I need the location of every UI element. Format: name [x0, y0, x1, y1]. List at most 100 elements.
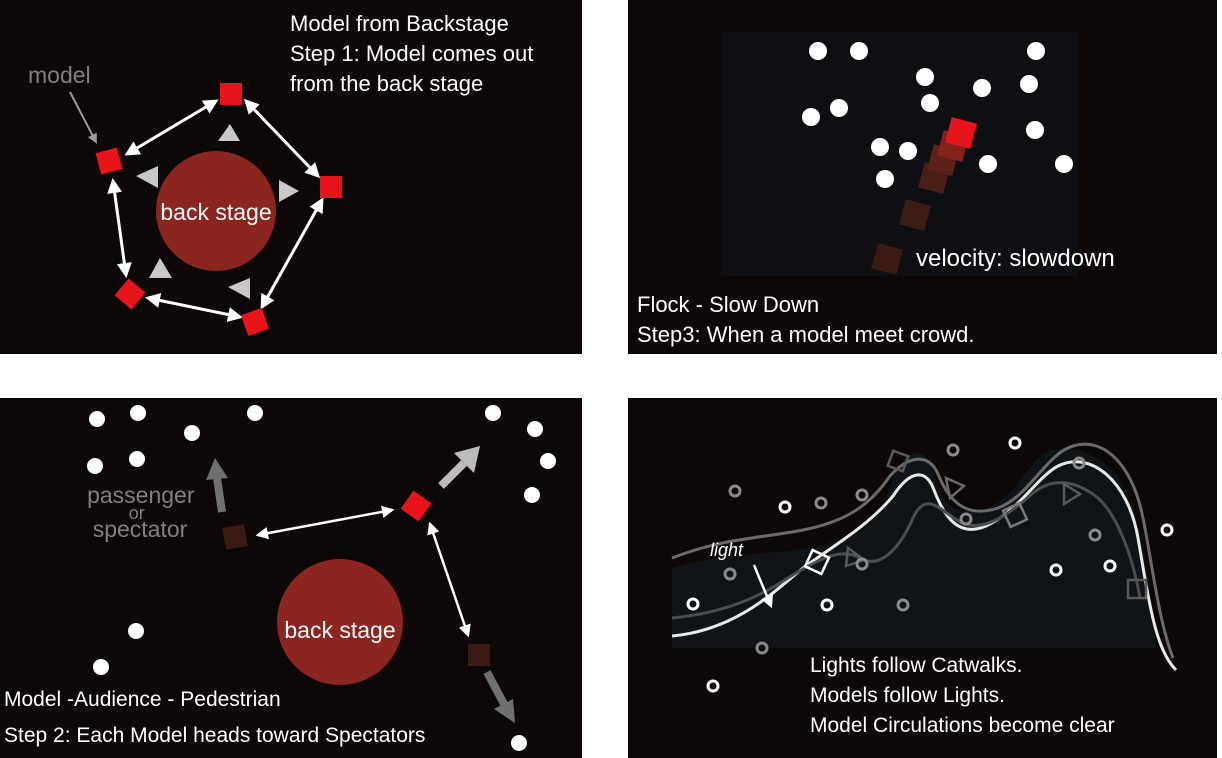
- crowd-dot: [876, 170, 894, 188]
- ring-light: [896, 598, 910, 612]
- crowd-dot: [899, 142, 917, 160]
- ring-light: [820, 598, 834, 612]
- ring-light: [706, 679, 720, 693]
- backstage-circle: [277, 559, 403, 685]
- flock-diagram: velocity: slowdown Flock - Slow Down Ste…: [637, 32, 1115, 347]
- spectator-dot: [129, 451, 145, 467]
- model-square: [400, 490, 432, 522]
- spectator-dot: [540, 453, 556, 469]
- model-square: [114, 278, 146, 310]
- model-square: [320, 176, 342, 198]
- crowd-dot: [1020, 75, 1038, 93]
- double-arrow: [255, 505, 395, 540]
- model-triangle-outline: [944, 475, 967, 501]
- model-triangle-outline: [844, 545, 867, 568]
- light-pointer-arrow: [752, 564, 773, 609]
- heading-arrow-down: [483, 670, 515, 723]
- model-square: [220, 83, 242, 105]
- panel-title: Model from Backstage Step 1: Model comes…: [290, 11, 539, 96]
- crowd-dot: [1027, 42, 1045, 60]
- ring-light: [728, 484, 742, 498]
- light-square: [803, 548, 831, 576]
- catwalk-curve: [671, 442, 1175, 659]
- double-arrow: [260, 197, 324, 310]
- ring-light: [946, 443, 960, 457]
- model-trail-step: [871, 243, 903, 275]
- light-label: light: [710, 540, 744, 560]
- model-pointer-arrow: [69, 91, 97, 144]
- spectator-dot: [93, 659, 109, 675]
- ring-light: [814, 496, 828, 510]
- panel-title: Model -Audience - Pedestrian Step 2: Eac…: [4, 688, 425, 747]
- ring-light: [1049, 563, 1063, 577]
- slowing-model-trail: [871, 117, 977, 275]
- spectator-dot: [89, 411, 105, 427]
- model-square-outline: [1001, 501, 1029, 529]
- dark-model-square: [468, 644, 490, 666]
- ring-light: [686, 597, 700, 611]
- ring-light: [755, 641, 769, 655]
- crowd-dot: [979, 155, 997, 173]
- spectator-dot: [184, 425, 200, 441]
- model-square: [240, 307, 270, 337]
- outward-triangle: [228, 278, 250, 299]
- spectator-dot: [511, 735, 527, 751]
- spectator-label: passenger or spectator: [87, 482, 201, 542]
- crowd-dot: [1026, 121, 1044, 139]
- panel-caption: Lights follow Catwalks. Models follow Li…: [810, 654, 1115, 737]
- outward-triangle: [149, 258, 172, 278]
- ring-light: [1072, 456, 1086, 470]
- crowd-dot: [830, 99, 848, 117]
- ring-light: [959, 512, 973, 526]
- model-trail-step: [899, 199, 931, 231]
- velocity-label: velocity: slowdown: [916, 245, 1115, 272]
- model-square-outline: [1126, 578, 1148, 600]
- heading-arrow-upright: [438, 446, 480, 489]
- double-arrow: [124, 99, 219, 156]
- ring-light: [723, 567, 737, 581]
- ring-lights-white: [686, 436, 1174, 693]
- model-label: model: [28, 62, 91, 88]
- crowd-dot: [850, 42, 868, 60]
- double-arrow: [107, 178, 132, 278]
- ring-light: [778, 500, 792, 514]
- crowd-area: [721, 32, 1078, 276]
- spectator-dot: [87, 458, 103, 474]
- spectator-dot: [485, 405, 501, 421]
- crowd-dot: [921, 94, 939, 112]
- outward-triangle: [279, 180, 299, 202]
- heading-arrow-up: [206, 458, 228, 513]
- dark-model-square: [222, 524, 248, 550]
- outward-triangle: [218, 124, 240, 141]
- ring-light: [855, 488, 869, 502]
- model-square-outline: [886, 449, 910, 473]
- crowd-dot: [916, 68, 934, 86]
- backstage-circle: [156, 151, 276, 271]
- spectator-dot: [524, 487, 540, 503]
- spectator-dots: [87, 405, 556, 751]
- crowd-dot: [802, 108, 820, 126]
- crowd-dot: [973, 79, 991, 97]
- crowd-dot: [871, 138, 889, 156]
- panel-lights-follow-catwalks: light Lights follow Catwalks. Models fol…: [628, 398, 1217, 758]
- model-square: [95, 147, 123, 175]
- ring-lights-gray: [723, 443, 1102, 655]
- audience-diagram: back stage passenger or spectator Model: [4, 405, 556, 751]
- catwalk-area: [672, 448, 1156, 648]
- ring-light: [855, 557, 869, 571]
- panel-title: Flock - Slow Down Step3: When a model me…: [637, 292, 975, 347]
- double-arrow: [243, 98, 321, 179]
- model-square: [945, 117, 977, 149]
- ring-light: [1103, 559, 1117, 573]
- double-arrow: [145, 293, 243, 322]
- backstage-label: back stage: [160, 199, 271, 225]
- crowd-dot: [809, 42, 827, 60]
- backstage-diagram: back stage model Model from Backstage St…: [28, 11, 539, 337]
- outward-triangle: [136, 166, 158, 188]
- model-triangle-outline: [1062, 481, 1083, 507]
- spectator-dot: [130, 405, 146, 421]
- catwalk-diagram: light Lights follow Catwalks. Models fol…: [671, 436, 1178, 737]
- spectator-dot: [247, 405, 263, 421]
- ring-light: [1160, 523, 1174, 537]
- backstage-label: back stage: [284, 617, 395, 643]
